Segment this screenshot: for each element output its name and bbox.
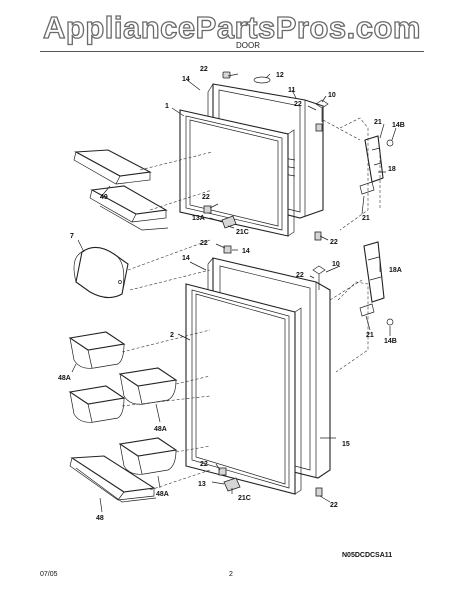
screw-10-upper [315, 99, 329, 122]
door-shelf-48 [69, 455, 157, 503]
callout-22: 22 [200, 461, 208, 468]
callout-48a: 48A [156, 491, 169, 498]
callout-49: 49 [100, 194, 108, 201]
callout-10: 10 [328, 92, 336, 99]
callout-15: 15 [342, 441, 350, 448]
bushing-22-lower [218, 467, 227, 476]
section-title: DOOR [236, 41, 260, 50]
callout-18a: 18A [389, 267, 402, 274]
callout-14: 14 [182, 255, 190, 262]
callout-14b: 14B [392, 122, 405, 129]
bushing-22-bottom [315, 487, 323, 497]
callout-13a: 13A [192, 215, 205, 222]
callout-21: 21 [366, 332, 374, 339]
callout-22: 22 [294, 101, 302, 108]
lower-hinge-hardware [218, 241, 394, 497]
hinge-13a [221, 215, 237, 229]
callout-10: 10 [332, 261, 340, 268]
screw-14b-lower [386, 318, 394, 326]
callout-21c: 21C [236, 229, 249, 236]
footer-page-number: 2 [229, 571, 233, 578]
freezer-gasket-1 [179, 109, 295, 237]
bushing-22-upper [315, 123, 323, 132]
drawing-code: N05DCDCSA11 [342, 552, 393, 559]
handle-18 [364, 135, 384, 183]
callout-11: 11 [288, 87, 296, 94]
handle-18a [363, 241, 385, 303]
fresh-food-gasket-2 [185, 283, 302, 495]
callout-22: 22 [296, 272, 304, 279]
dairy-door-7 [73, 246, 129, 299]
callout-1: 1 [165, 103, 169, 110]
callout-22: 22 [202, 194, 210, 201]
watermark-logo: AppliancePartsPros.com [42, 9, 421, 45]
bushing-22-lower-top [223, 245, 232, 254]
callout-7: 7 [70, 233, 74, 240]
cover-12 [253, 76, 271, 84]
cap-22-top [222, 71, 231, 79]
freezer-door-shelf-49 [73, 149, 169, 231]
bracket-21-upper [359, 181, 375, 195]
leader-lines [71, 73, 397, 513]
header-rule [40, 51, 424, 52]
callout-14b: 14B [384, 338, 397, 345]
callout-22: 22 [200, 66, 208, 73]
door-bin-48a-upper-left [68, 331, 126, 369]
callout-48a: 48A [58, 375, 71, 382]
door-bin-48a-lower-left [68, 385, 126, 423]
hinge-13 [223, 477, 241, 492]
callout-12: 12 [276, 72, 284, 79]
callout-22: 22 [330, 502, 338, 509]
callout-18: 18 [388, 166, 396, 173]
callout-14: 14 [242, 248, 250, 255]
callout-48: 48 [96, 515, 104, 522]
callout-48a: 48A [154, 426, 167, 433]
callout-21c: 21C [238, 495, 251, 502]
door-bin-48a-middle [118, 367, 178, 405]
door-bin-48a-lower-right [118, 437, 178, 475]
screw-10-lower [312, 265, 326, 290]
callout-21: 21 [374, 119, 382, 126]
callout-22: 22 [330, 239, 338, 246]
upper-hinge-hardware [203, 71, 394, 241]
callout-14: 14 [182, 76, 190, 83]
bracket-21-lower [359, 303, 375, 317]
screw-14b-upper [386, 139, 394, 147]
callout-2: 2 [170, 332, 174, 339]
callout-22: 22 [200, 240, 208, 247]
bushing-22-right [314, 231, 322, 241]
callout-13: 13 [198, 481, 206, 488]
bushing-22-mid [203, 205, 212, 214]
footer-date: 07/05 [40, 571, 58, 578]
callout-21: 21 [362, 215, 370, 222]
assembly-dashed-lines [121, 117, 381, 491]
